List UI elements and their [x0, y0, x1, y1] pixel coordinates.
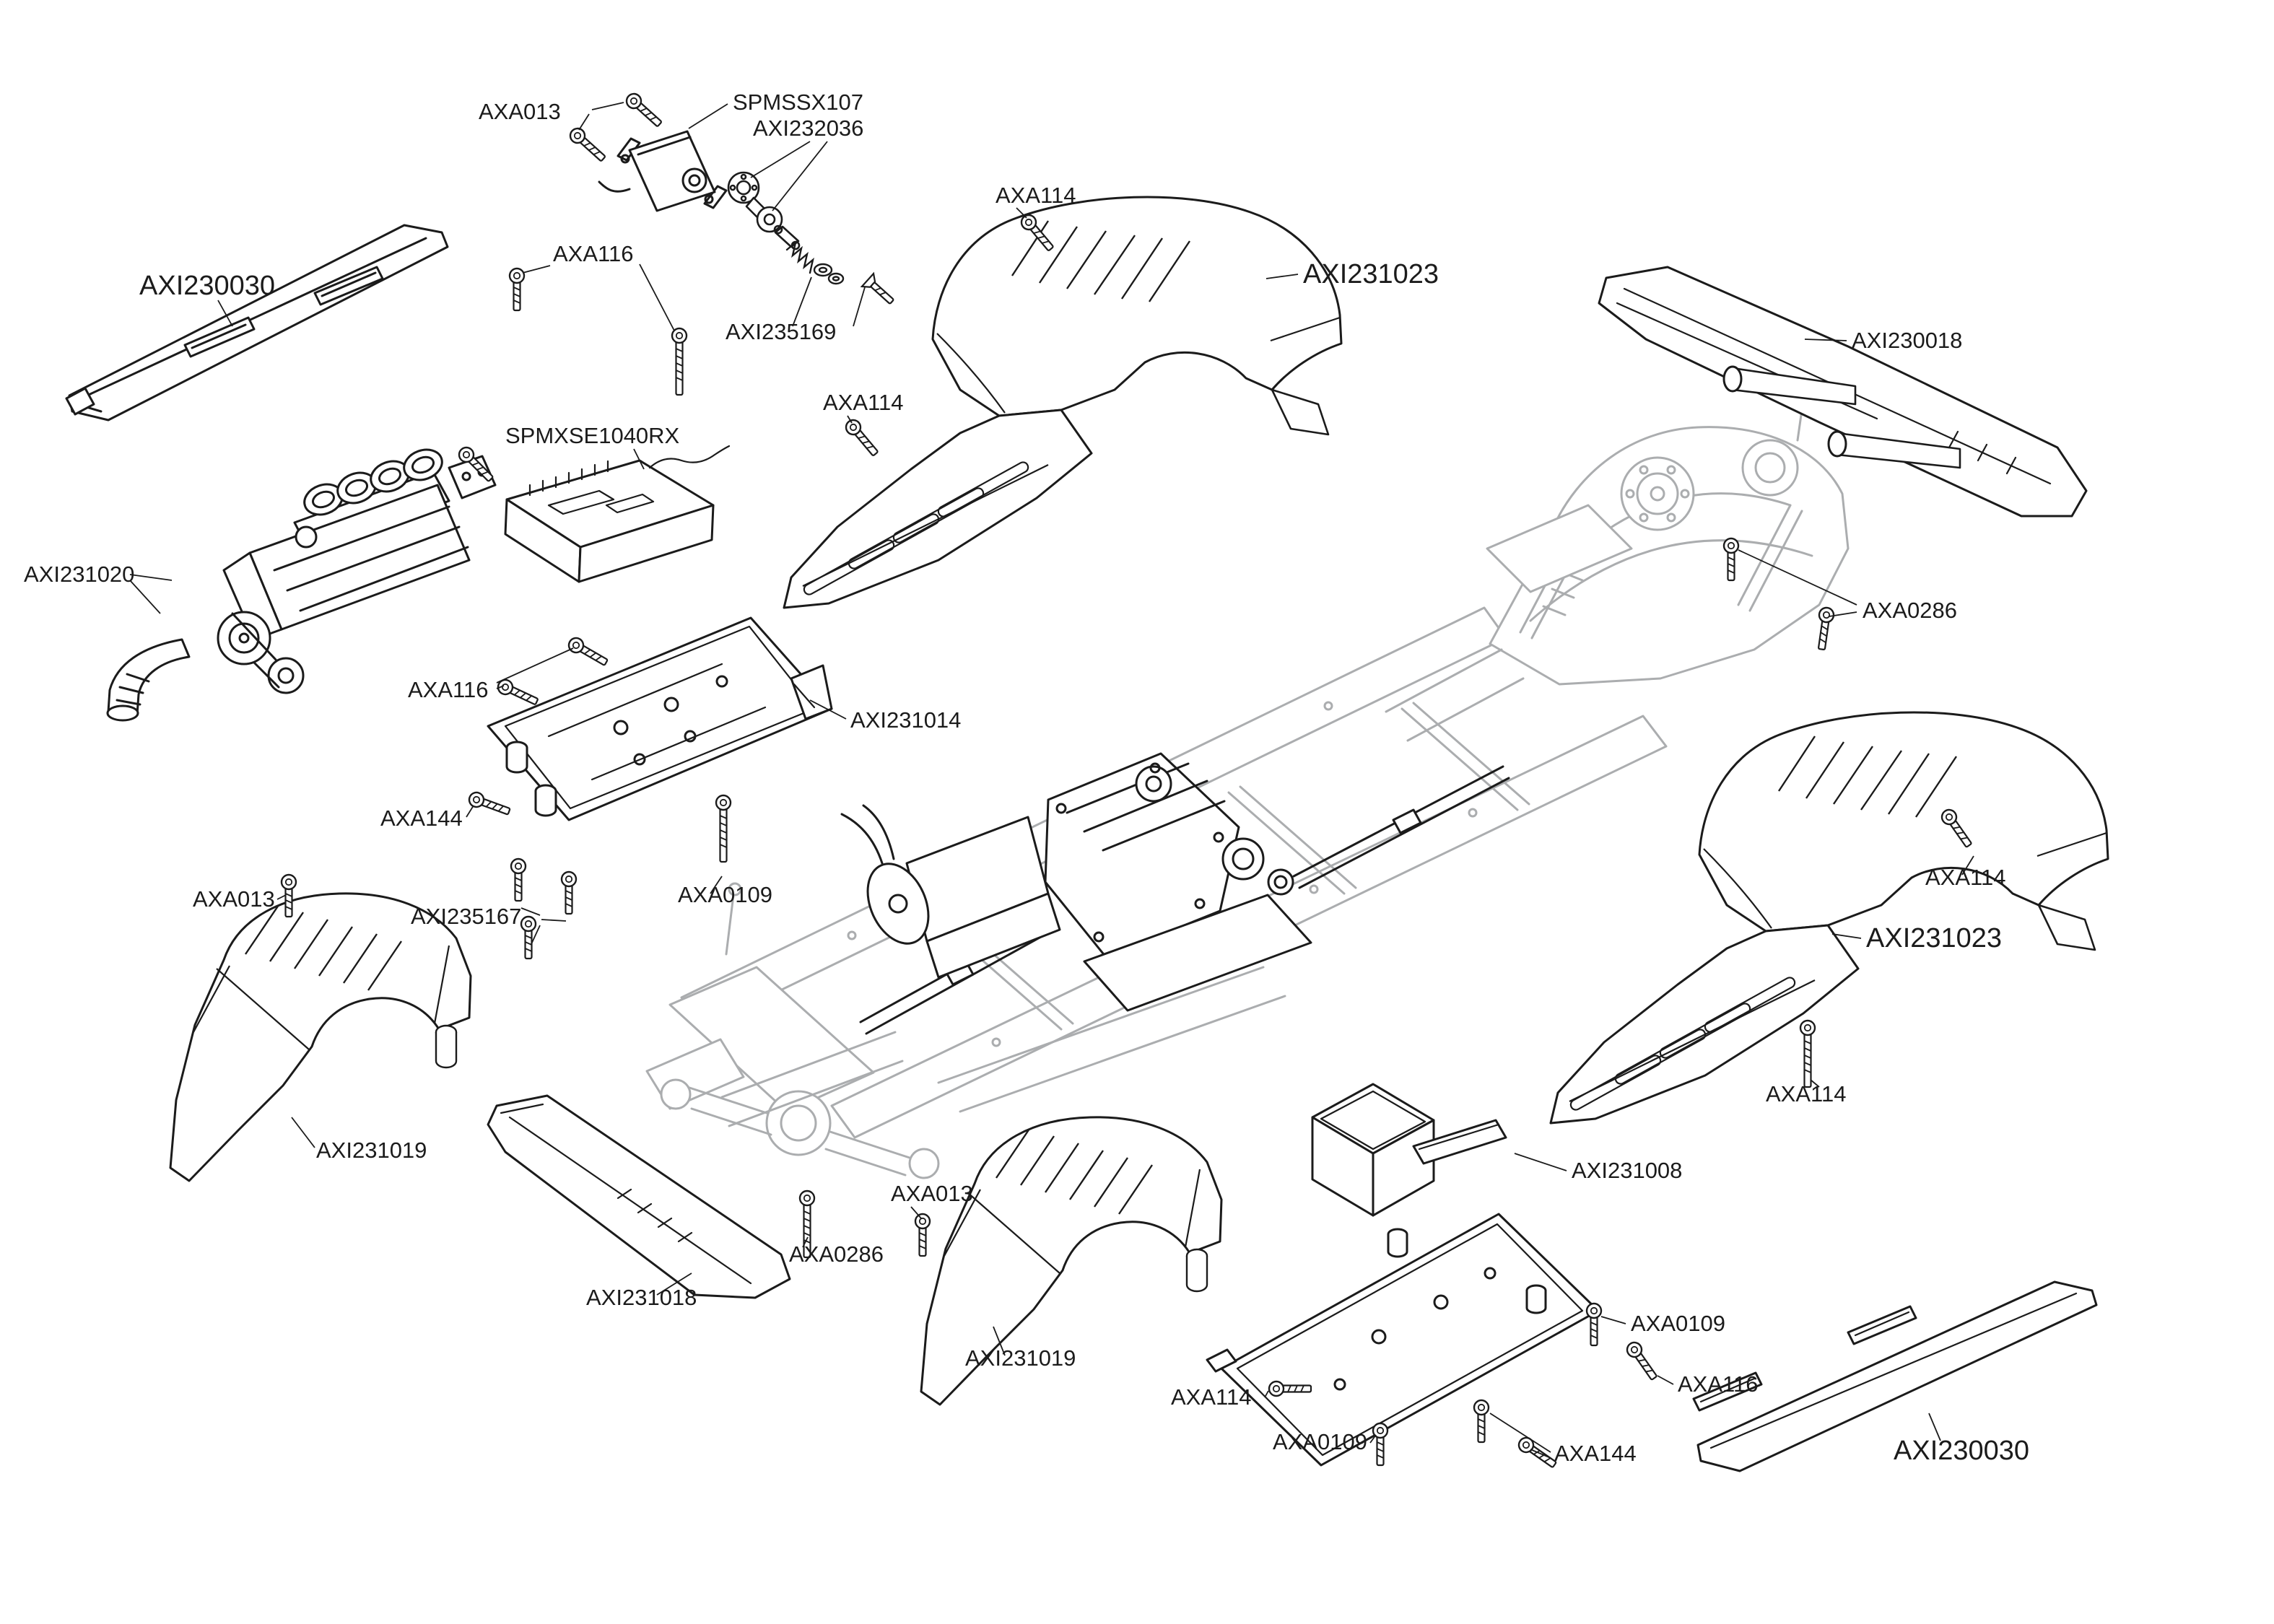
part-label: AXA144: [1554, 1441, 1637, 1466]
part-label: AXI231008: [1572, 1158, 1682, 1183]
part-label: AXA116: [408, 677, 488, 702]
battery-tray-plate: [487, 616, 833, 821]
part-label: AXA0109: [678, 882, 772, 907]
servo-assembly: [598, 130, 728, 212]
screw-icon: [1473, 1399, 1490, 1444]
part-label: AXA0109: [1273, 1429, 1367, 1454]
part-label: AXI231020: [24, 562, 134, 587]
rear-bumper: [1598, 266, 2088, 518]
screw-icon: [520, 915, 537, 960]
screw-icon: [1623, 1338, 1661, 1384]
part-label: AXA0286: [1863, 598, 1957, 623]
screw-icon: [1372, 1422, 1389, 1467]
screw-icon: [510, 857, 527, 902]
fender-rear-right: [1549, 711, 2109, 1125]
part-label: AXA114: [996, 183, 1076, 208]
screw-icon: [508, 267, 526, 312]
engine-assembly: [106, 448, 497, 722]
part-label: AXA144: [380, 806, 463, 831]
screw-icon: [566, 124, 609, 165]
screw-icon: [565, 634, 611, 670]
screw-icon: [842, 416, 882, 460]
part-label: AXI235167: [411, 904, 521, 929]
drivetrain-assembly: [840, 752, 1510, 1035]
spring-and-washers: [785, 240, 845, 285]
part-label: AXI231023: [1303, 259, 1439, 289]
part-label: AXI231014: [850, 707, 961, 733]
receiver-box: [504, 445, 731, 583]
part-label: AXI235169: [726, 319, 836, 344]
servo-linkage: [727, 171, 801, 250]
part-label: AXA013: [479, 99, 561, 124]
part-label: AXI230030: [1894, 1436, 2029, 1466]
screw-icon: [671, 327, 688, 396]
part-label: AXI232036: [753, 115, 863, 141]
side-slider: [487, 1094, 791, 1299]
part-label: AXA013: [193, 886, 275, 912]
part-label: AXA0109: [1631, 1311, 1725, 1336]
screw-icon: [560, 870, 578, 915]
part-label: AXI231019: [316, 1138, 427, 1163]
part-label: AXA114: [1766, 1081, 1846, 1106]
part-label: AXA114: [823, 390, 903, 415]
leader-lines: [129, 102, 1974, 1459]
part-label: AXI231018: [586, 1285, 697, 1310]
part-labels: AXA013 SPMSSX107 AXI232036 AXA114 AXI231…: [24, 90, 2029, 1466]
part-label: SPMSSX107: [733, 90, 863, 115]
electronics-tray: [1206, 1083, 1600, 1467]
screw-icon: [1813, 606, 1836, 652]
rock-rail-top-left: [65, 224, 449, 422]
screw-icon: [715, 794, 732, 863]
part-label: AXA116: [1678, 1371, 1758, 1397]
part-label: AXI231023: [1866, 923, 2002, 953]
part-label: AXA0286: [789, 1241, 884, 1267]
part-label: AXI230018: [1852, 328, 1962, 353]
screw-icon: [1585, 1302, 1603, 1347]
part-label: AXA116: [553, 241, 633, 266]
part-label: AXI231019: [965, 1345, 1076, 1371]
part-label: AXA013: [891, 1181, 973, 1206]
screw-icon: [466, 789, 513, 820]
screw-icon: [914, 1213, 931, 1257]
part-label: AXA114: [1171, 1384, 1251, 1410]
screw-icon: [1799, 1019, 1816, 1088]
rock-rail-bottom-right: [1692, 1280, 2098, 1472]
screw-icon: [622, 90, 666, 131]
part-label: SPMXSE1040RX: [505, 423, 680, 448]
part-label: AXI230030: [139, 271, 275, 301]
part-label: AXA114: [1925, 865, 2005, 890]
screw-icon: [495, 676, 541, 710]
flat-screw-icon: [861, 272, 899, 310]
